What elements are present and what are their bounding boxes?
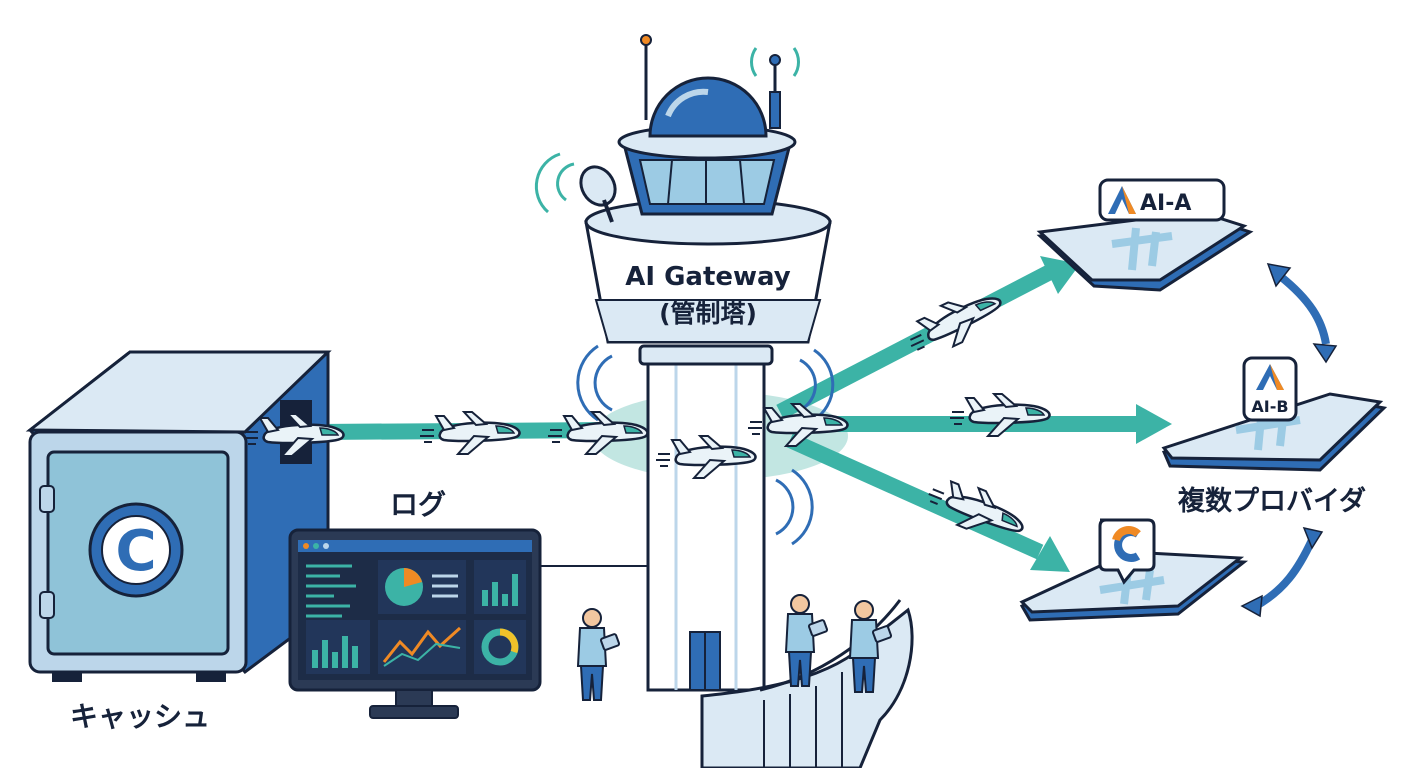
tower-title: AI Gateway — [625, 262, 791, 292]
provider-ai-a-name: AI-A — [1140, 191, 1191, 216]
cache-safe: C — [25, 350, 332, 682]
log-label: ログ — [390, 488, 446, 521]
control-tower — [534, 34, 835, 692]
cache-logo-letter: C — [115, 519, 156, 584]
provider-ai-b: AI-B — [1161, 356, 1388, 472]
ai-b-arrowhead — [1136, 404, 1172, 444]
operator-person — [577, 608, 621, 701]
gateway-to-c-arrow — [786, 432, 1044, 560]
provider-switch-arrows — [1240, 263, 1338, 618]
cache-label: キャッシュ — [70, 700, 210, 733]
provider-ai-b-name: AI-B — [1251, 397, 1288, 416]
c-arrowhead — [1030, 536, 1070, 572]
provider-c — [1019, 518, 1249, 622]
providers-label: 複数プロバイダ — [1178, 485, 1366, 517]
tower-subtitle: (管制塔) — [659, 299, 757, 328]
log-monitor — [288, 528, 542, 719]
provider-ai-a: AI-A — [1036, 178, 1254, 292]
gateway-to-ai-a-arrow — [776, 264, 1054, 420]
